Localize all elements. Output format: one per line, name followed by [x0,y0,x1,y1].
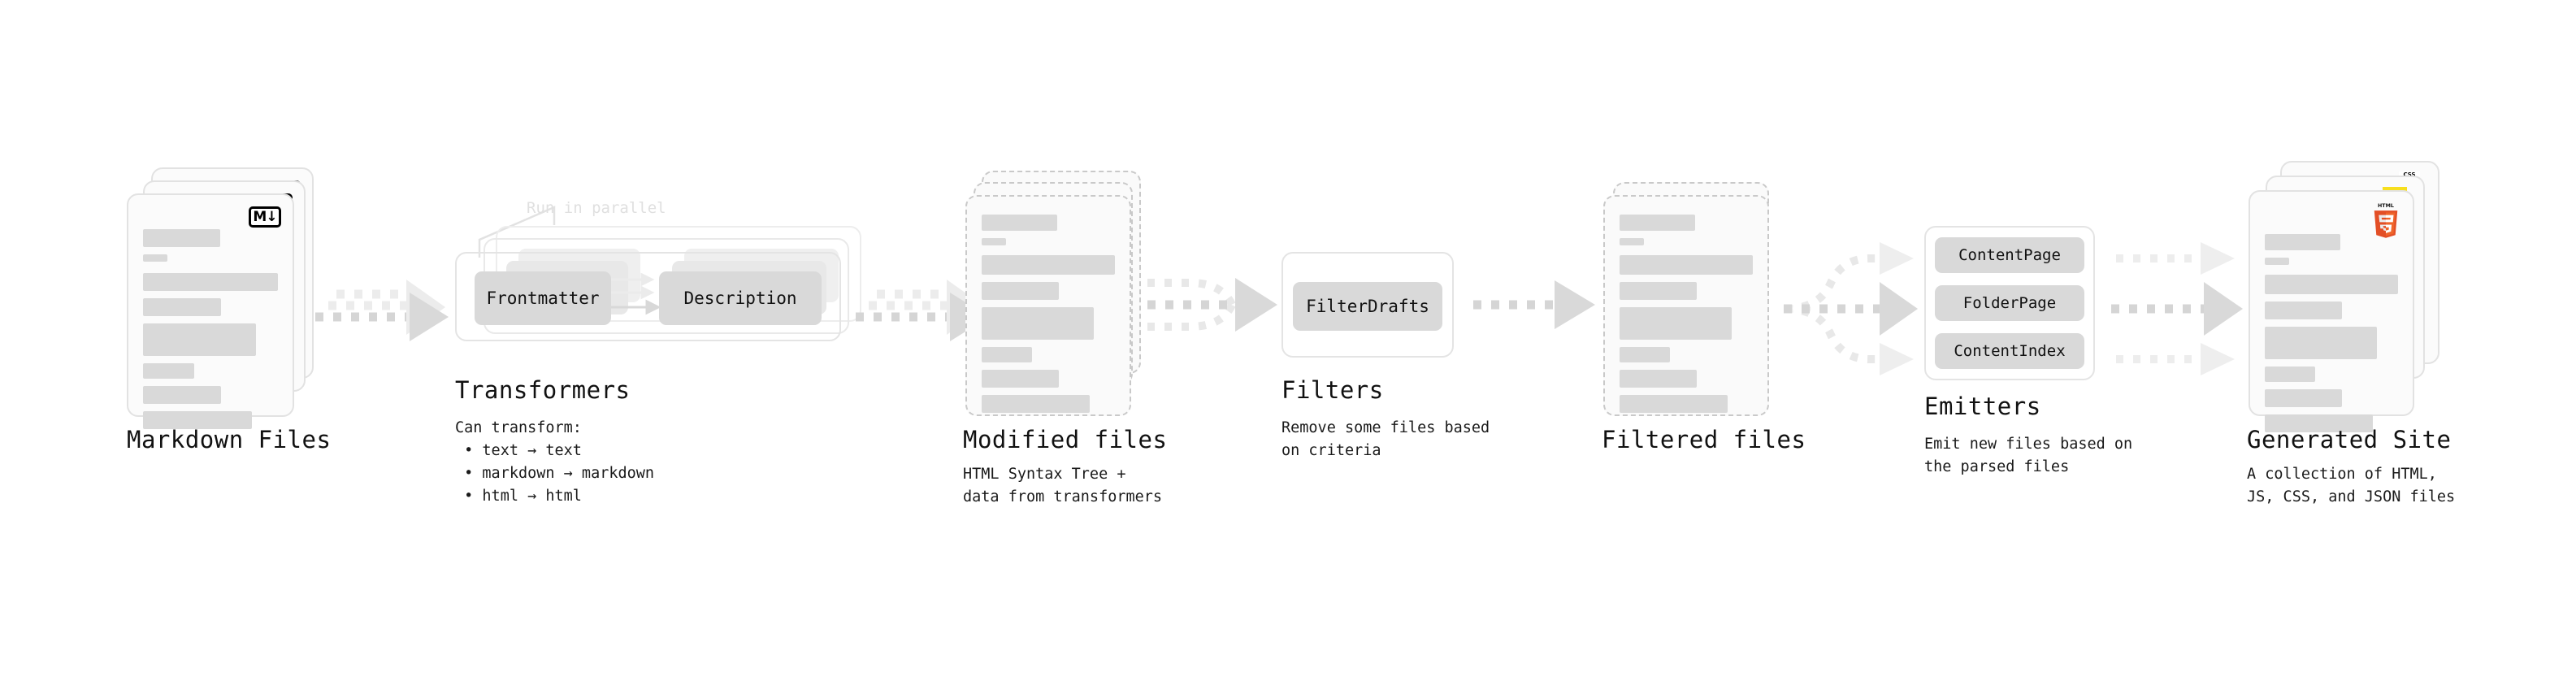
markdown-badge: M↓ [249,206,281,228]
stage-subtitle-transformers: Can transform: • text → text • markdown … [455,419,655,505]
skeleton-bar [1620,370,1698,388]
transformer-chip-description[interactable]: Description [659,271,822,325]
modified-card-front[interactable] [965,195,1131,416]
stage-title-emitters: Emitters [1924,393,2041,420]
stage-title-markdown-files: Markdown Files [127,426,332,453]
skeleton-bar [982,307,1094,340]
skeleton-bar [982,255,1115,275]
skeleton-bar [1620,255,1753,275]
skeleton-bar [2265,414,2373,432]
arrow-filters-to-filtered [1473,280,1595,329]
skeleton-bar [2265,301,2343,319]
emitter-chip-contentindex[interactable]: ContentIndex [1935,333,2084,369]
transformer-chip-frontmatter[interactable]: Frontmatter [475,271,611,325]
stage-title-modified-files: Modified files [963,426,1168,453]
filter-chip-filterdrafts[interactable]: FilterDrafts [1293,282,1442,331]
skeleton-bar [143,273,278,291]
skeleton-bar [1620,395,1728,413]
skeleton-bar [982,395,1090,413]
skeleton-bar [982,238,1006,245]
stage-subtitle-generated-site: A collection of HTML, JS, CSS, and JSON … [2247,466,2456,506]
arrow-emitters-to-site [2111,242,2243,375]
skeleton-bar [143,411,253,429]
modified-skeleton [982,215,1115,413]
stage-title-filtered-files: Filtered files [1602,426,1806,453]
emitter-chip-folderpage[interactable]: FolderPage [1935,285,2084,321]
skeleton-bar [1620,282,1698,300]
skeleton-bar [2265,234,2341,250]
skeleton-bar [982,215,1058,231]
skeleton-bar [143,229,220,247]
emitters-box[interactable]: ContentPage FolderPage ContentIndex [1924,226,2095,380]
skeleton-bar [2265,367,2316,382]
stage-title-filters: Filters [1281,376,1384,404]
skeleton-bar [143,323,257,356]
skeleton-bar [143,386,222,404]
transformer-box-front[interactable]: Frontmatter Description [455,252,841,341]
skeleton-bar [2265,258,2289,265]
site-card-html[interactable]: HTML [2249,190,2414,432]
html5-icon: HTML [2374,203,2398,238]
markdown-card-front[interactable]: M↓ [127,193,294,429]
skeleton-bar [982,282,1060,300]
skeleton-bar [982,370,1060,388]
stage-subtitle-filters: Remove some files based on criteria [1281,419,1490,460]
skeleton-bar [143,254,167,262]
emitter-chip-contentpage[interactable]: ContentPage [1935,237,2084,273]
site-skeleton [2265,234,2398,432]
arrow-modified-to-filters-merge [1147,278,1277,332]
arrow-filtered-to-emitters-fan [1784,242,1918,375]
run-in-parallel-bracket [478,206,556,258]
arrow-markdown-to-transformers [315,280,449,341]
skeleton-bar [143,363,195,379]
skeleton-bar [1620,215,1696,231]
stage-subtitle-modified-files: HTML Syntax Tree + data from transformer… [963,466,1163,506]
skeleton-bar [2265,275,2398,294]
run-in-parallel-label: Run in parallel [527,199,666,217]
skeleton-bar [982,347,1033,362]
filtered-skeleton [1620,215,1753,413]
stage-title-generated-site: Generated Site [2247,426,2452,453]
stage-title-transformers: Transformers [455,376,631,404]
skeleton-bar [2265,389,2343,407]
filtered-card-front[interactable] [1603,195,1769,416]
markdown-skeleton [143,229,278,429]
skeleton-bar [1620,238,1644,245]
skeleton-bar [2265,327,2377,359]
stage-subtitle-emitters: Emit new files based on the parsed files [1924,436,2133,476]
svg-text:HTML: HTML [2378,203,2394,209]
skeleton-bar [143,298,222,316]
skeleton-bar [1620,347,1671,362]
filters-box[interactable]: FilterDrafts [1281,252,1454,358]
skeleton-bar [1620,307,1732,340]
